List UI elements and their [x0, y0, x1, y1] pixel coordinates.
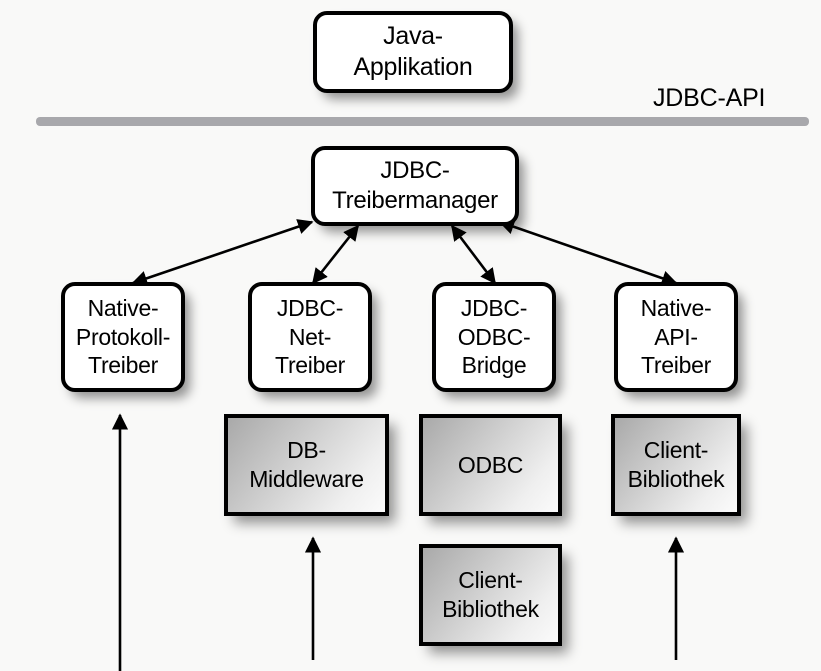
- box-native-api-treiber-label: Native- API- Treiber: [640, 295, 712, 379]
- jdbc-api-separator-bar: [36, 117, 809, 126]
- box-client-bibliothek-odbc[interactable]: Client- Bibliothek: [419, 544, 562, 646]
- box-native-api-treiber[interactable]: Native- API- Treiber: [614, 282, 738, 392]
- box-native-protokoll-treiber[interactable]: Native- Protokoll- Treiber: [61, 282, 185, 392]
- box-odbc[interactable]: ODBC: [419, 414, 562, 516]
- connector-manager-native-protokoll: [131, 219, 314, 286]
- box-odbc-label: ODBC: [457, 451, 524, 478]
- box-java-applikation[interactable]: Java- Applikation: [313, 11, 513, 93]
- box-db-middleware-label: DB- Middleware: [249, 437, 364, 492]
- box-jdbc-odbc-bridge-label: JDBC- ODBC- Bridge: [457, 295, 531, 379]
- box-jdbc-odbc-bridge[interactable]: JDBC- ODBC- Bridge: [432, 282, 556, 392]
- box-native-protokoll-treiber-label: Native- Protokoll- Treiber: [75, 295, 171, 379]
- box-jdbc-net-treiber[interactable]: JDBC- Net- Treiber: [248, 282, 372, 392]
- box-jdbc-treibermanager[interactable]: JDBC- Treibermanager: [311, 146, 519, 226]
- box-jdbc-treibermanager-label: JDBC- Treibermanager: [332, 157, 498, 214]
- box-client-bibliothek-odbc-label: Client- Bibliothek: [442, 567, 539, 622]
- connector-manager-jdbc-net: [311, 224, 360, 285]
- box-client-bibliothek-right[interactable]: Client- Bibliothek: [611, 414, 741, 516]
- box-client-bibliothek-right-label: Client- Bibliothek: [627, 437, 725, 492]
- box-jdbc-net-treiber-label: JDBC- Net- Treiber: [275, 295, 345, 379]
- box-db-middleware[interactable]: DB- Middleware: [224, 414, 389, 516]
- box-java-applikation-label: Java- Applikation: [353, 22, 473, 81]
- connector-manager-jdbc-odbc: [450, 224, 497, 285]
- connector-manager-native-api: [498, 219, 678, 286]
- jdbc-api-label: JDBC-API: [653, 84, 766, 112]
